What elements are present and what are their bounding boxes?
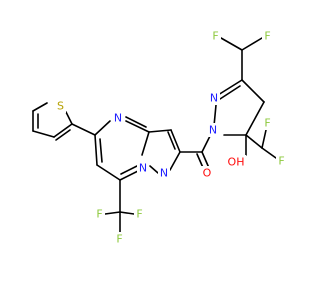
bond [169,151,181,171]
bond [94,120,111,136]
bond [261,147,277,159]
atom-s-thiophene: S [55,99,66,113]
atom-f-cf3-left: F [94,207,105,221]
atom-label-text: O [203,167,212,180]
atom-label-text: S [57,100,64,113]
bond [120,165,138,175]
atom-oh: OH [226,155,246,169]
structure-drawing: F F F F N N OH O [32,29,287,246]
atom-label-text: F [264,117,270,130]
bonds [32,37,277,233]
bond [65,111,73,125]
atom-n-pyrimidine: N [112,111,124,125]
atom-f-right-lower: F [276,154,287,168]
bond [104,211,121,215]
atom-n-pyrazoline-amide: N [207,123,219,137]
bond [241,79,265,103]
atom-n-pyrazole: N [158,166,170,180]
bond [217,79,243,96]
atom-label-text: N [160,167,168,180]
atom-label-text: F [278,155,284,168]
atom-label-text: F [116,233,122,246]
bond [245,101,265,136]
bond [99,138,103,163]
bond [201,151,210,169]
bond [261,129,267,149]
bond [71,123,96,136]
bond [32,130,55,138]
bond [167,131,176,150]
atom-label-text: F [96,208,102,221]
bond [119,169,141,181]
bond [125,116,147,128]
bond [219,85,241,100]
atom-n-bridgehead: N [137,161,149,175]
bond [55,129,71,141]
atom-label-text: F [264,30,270,43]
bond [213,104,217,127]
bond [94,134,98,166]
atom-label-text: F [136,208,142,221]
atom-f-top-left: F [210,29,221,43]
atom-o-carbonyl: O [201,166,213,180]
bond [170,129,181,153]
bond [119,211,135,215]
atom-labels: F F F F N N OH O [55,29,287,246]
atom-label-text: N [114,112,122,125]
atom-f-top-right: F [262,29,273,43]
bond [149,165,159,174]
atom-n-pyrazoline-imine: N [208,91,220,105]
atom-label-text: N [210,92,218,105]
atom-f-cf3-bottom: F [114,232,125,246]
bond [32,102,48,112]
atom-label-text: N [139,162,147,175]
atom-label-text: N [209,124,217,137]
bond [241,37,263,51]
atom-f-cf3-right: F [134,207,145,221]
bond [245,134,263,149]
atom-label-text: OH [228,156,245,169]
atom-label-text: F [212,30,218,43]
molecule-diagram: F F F F N N OH O [32,29,287,246]
bond [125,120,150,133]
bond [141,131,150,156]
bond [96,164,121,181]
bond [220,37,243,51]
bond [53,123,73,138]
bond [201,135,211,153]
atom-f-right: F [262,116,273,130]
bond [148,129,172,133]
